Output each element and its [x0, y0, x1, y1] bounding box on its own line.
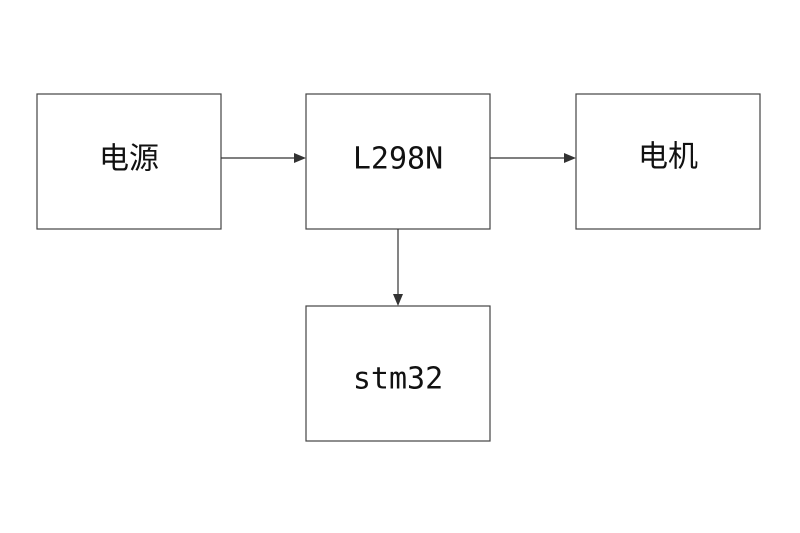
node-power: 电源 — [36, 93, 222, 230]
node-mcu-label: stm32 — [353, 362, 443, 397]
node-motor-label: 电机 — [638, 140, 698, 175]
node-mcu-box — [305, 305, 491, 442]
node-mcu: stm32 — [305, 305, 491, 442]
arrow-driver-to-motor — [490, 153, 576, 163]
node-driver-box — [305, 93, 491, 230]
node-driver-label: L298N — [353, 142, 443, 177]
node-driver: L298N — [305, 93, 491, 230]
arrow-power-to-driver — [221, 153, 306, 163]
node-power-box — [36, 93, 222, 230]
node-motor: 电机 — [575, 93, 761, 230]
node-power-label: 电源 — [99, 142, 159, 177]
arrow-driver-to-mcu — [393, 229, 403, 306]
node-motor-box — [575, 93, 761, 230]
